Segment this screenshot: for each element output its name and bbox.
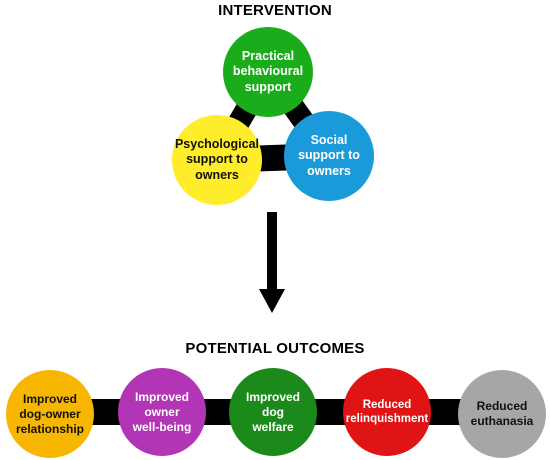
outcome-circle-euthanasia bbox=[458, 370, 546, 458]
outcome-label-relinquishment: Reduced relinquishment bbox=[336, 368, 438, 456]
outcome-label-euthanasia: Reduced euthanasia bbox=[458, 370, 546, 458]
outcome-text: Improved dog welfare bbox=[245, 389, 300, 434]
social-support-text: Social support to owners bbox=[298, 132, 360, 178]
outcome-label-owner-well-being: Improved owner well-being bbox=[118, 368, 206, 456]
outcome-text: Reduced relinquishment bbox=[345, 398, 429, 425]
arrow-head bbox=[259, 289, 285, 313]
psychological-support-label: Psychological support to owners bbox=[170, 115, 264, 205]
psychological-support-circle bbox=[172, 115, 262, 205]
outcome-circle-dog-welfare bbox=[229, 368, 317, 456]
intervention-title: INTERVENTION bbox=[218, 2, 332, 19]
practical-support-text: Practical behavioural support bbox=[232, 48, 304, 94]
outcome-circle-owner-well-being bbox=[118, 368, 206, 456]
psychological-support-text: Psychological support to owners bbox=[174, 136, 260, 182]
social-support-label: Social support to owners bbox=[284, 111, 374, 201]
social-support-circle bbox=[284, 111, 374, 201]
outcome-circle-dog-owner-relationship bbox=[6, 370, 94, 458]
outcome-text: Improved owner well-being bbox=[132, 389, 192, 434]
outcome-text: Reduced euthanasia bbox=[470, 399, 534, 428]
outcome-label-dog-welfare: Improved dog welfare bbox=[229, 368, 317, 456]
outcome-label-dog-owner-relationship: Improved dog-owner relationship bbox=[6, 370, 94, 458]
outcome-circle-relinquishment bbox=[343, 368, 431, 456]
outcomes-title: POTENTIAL OUTCOMES bbox=[185, 340, 365, 357]
practical-support-label: Practical behavioural support bbox=[223, 27, 313, 117]
arrow-shaft bbox=[267, 212, 277, 290]
practical-support-circle bbox=[223, 27, 313, 117]
outcome-text: Improved dog-owner relationship bbox=[15, 391, 84, 436]
